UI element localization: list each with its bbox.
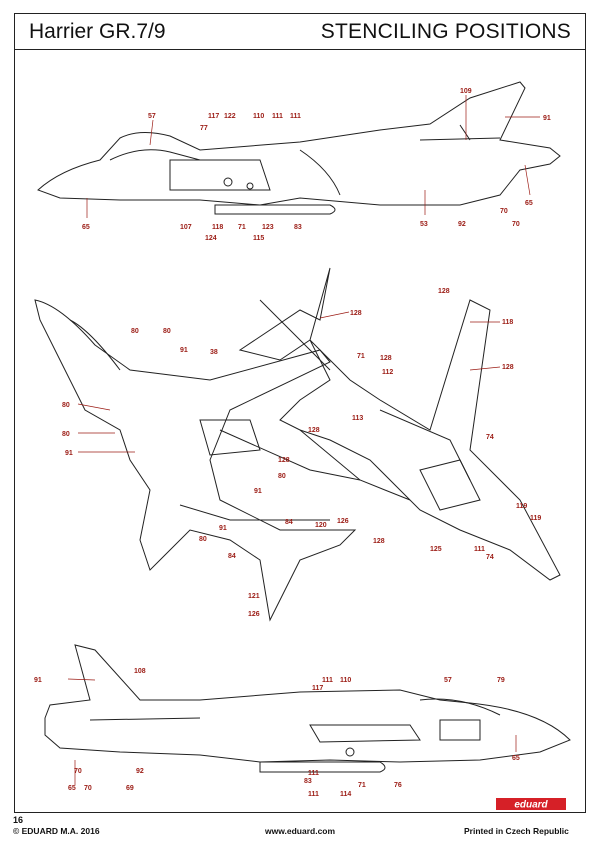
callout-label: 83 (294, 224, 302, 231)
callout-label: 65 (82, 224, 90, 231)
callout-label: 38 (210, 349, 218, 356)
callout-label: 65 (525, 200, 533, 207)
callout-label: 117 (312, 685, 323, 692)
callout-label: 91 (254, 488, 262, 495)
copyright: © EDUARD M.A. 2016 (13, 826, 100, 836)
callout-label: 111 (474, 546, 485, 553)
callout-label: 121 (248, 593, 260, 600)
callout-label: 113 (352, 415, 363, 422)
callout-label: 128 (278, 457, 290, 464)
callout-label: 92 (136, 768, 144, 775)
callout-label: 79 (497, 677, 505, 684)
callout-label: 128 (308, 427, 320, 434)
section-title: STENCILING POSITIONS (320, 20, 571, 43)
callout-label: 111 (308, 770, 319, 777)
callout-label: 110 (253, 113, 264, 120)
callout-label: 128 (502, 364, 514, 371)
page-number: 16 (13, 815, 24, 825)
callout-label: 83 (304, 778, 312, 785)
callout-label: 57 (148, 113, 156, 120)
callout-label: 123 (262, 224, 274, 231)
callout-label: 110 (340, 677, 351, 684)
callout-label: 118 (212, 224, 223, 231)
callout-label: 122 (224, 113, 236, 120)
callout-label: 70 (500, 208, 508, 215)
callout-label: 112 (382, 369, 393, 376)
callout-label: 57 (444, 677, 452, 684)
website: www.eduard.com (265, 826, 336, 836)
callout-label: 107 (180, 224, 192, 231)
callout-label: 65 (512, 755, 520, 762)
callout-label: 71 (238, 224, 246, 231)
callout-label: 71 (357, 353, 365, 360)
callout-label: 126 (248, 611, 260, 618)
callout-label: 111 (308, 791, 319, 798)
callout-label: 111 (322, 677, 333, 684)
callout-label: 80 (131, 328, 139, 335)
callout-label: 70 (512, 221, 520, 228)
callout-label: 128 (438, 288, 450, 295)
top-side-view (37, 81, 561, 215)
bottom-side-callouts: 91 108 117 111 110 57 79 70 92 83 111 11… (34, 668, 520, 798)
top-side-callouts: 57 77 117 122 110 111 111 109 91 65 107 … (82, 88, 551, 242)
callout-label: 71 (358, 782, 366, 789)
callout-label: 80 (163, 328, 171, 335)
plan-view (34, 267, 561, 622)
callout-label: 70 (74, 768, 82, 775)
callout-label: 65 (68, 785, 76, 792)
page-header: Harrier GR.7/9 STENCILING POSITIONS (15, 14, 585, 50)
callout-label: 126 (337, 518, 349, 525)
callout-label: 118 (502, 319, 513, 326)
callout-label: 124 (205, 235, 217, 242)
callout-label: 74 (486, 554, 494, 561)
callout-label: 91 (34, 677, 42, 684)
callout-label: 80 (199, 536, 207, 543)
callout-label: 91 (180, 347, 188, 354)
callout-label: 128 (373, 538, 385, 545)
callout-label: 76 (394, 782, 402, 789)
callout-label: 80 (62, 402, 70, 409)
aircraft-title: Harrier GR.7/9 (29, 20, 166, 43)
callout-label: 109 (460, 88, 472, 95)
callout-leaders (67, 95, 540, 785)
page-frame: Harrier GR.7/9 STENCILING POSITIONS (14, 13, 586, 813)
callout-label: 128 (350, 310, 362, 317)
callout-label: 125 (430, 546, 442, 553)
callout-label: 80 (62, 431, 70, 438)
callout-label: 92 (458, 221, 466, 228)
callout-label: 69 (126, 785, 134, 792)
callout-label: 111 (290, 113, 301, 120)
eduard-logo: eduard (496, 798, 566, 810)
callout-label: 115 (253, 235, 264, 242)
callout-label: 74 (486, 434, 494, 441)
logo-text: eduard (514, 800, 548, 811)
plan-callouts: 80 80 91 38 80 80 91 128 128 128 71 112 … (62, 288, 541, 618)
callout-label: 111 (272, 113, 283, 120)
callout-label: 84 (228, 553, 236, 560)
callout-label: 117 (208, 113, 219, 120)
callout-label: 120 (315, 522, 327, 529)
callout-label: 119 (516, 503, 527, 510)
callout-label: 91 (543, 115, 551, 122)
callout-label: 70 (84, 785, 92, 792)
callout-label: 114 (340, 791, 351, 798)
callout-label: 53 (420, 221, 428, 228)
callout-label: 119 (530, 515, 541, 522)
printed-in: Printed in Czech Republic (464, 826, 569, 836)
callout-label: 91 (65, 450, 73, 457)
callout-label: 108 (134, 668, 146, 675)
bottom-side-view (44, 644, 571, 773)
callout-label: 84 (285, 519, 293, 526)
callout-label: 77 (200, 125, 208, 132)
callout-label: 80 (278, 473, 286, 480)
callout-label: 128 (380, 355, 392, 362)
callout-label: 91 (219, 525, 227, 532)
